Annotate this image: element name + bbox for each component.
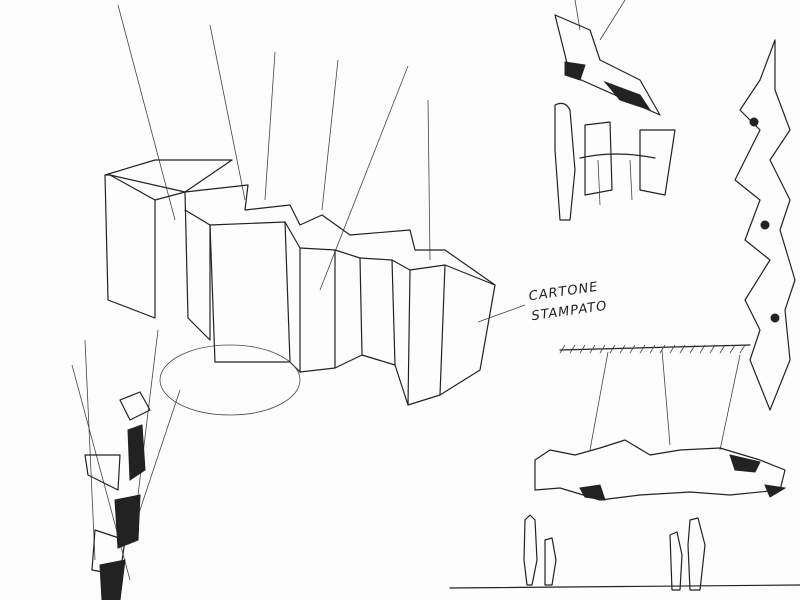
elevation-sketch [449,344,800,591]
folded-screen-main [104,159,526,416]
suspension-lines [117,4,431,291]
hanging-panels-sketch [554,0,676,221]
vertical-sculpture-left [71,329,181,600]
vertical-zigzag-right [734,39,796,411]
